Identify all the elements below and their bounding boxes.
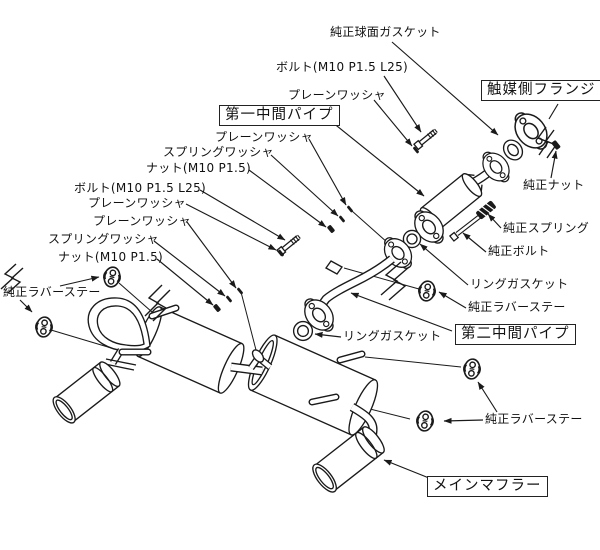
label-genuine-spring: 純正スプリング [503,221,590,235]
label-bolt-m10-top: ボルト(M10 P1.5 L25) [276,60,408,74]
label-genuine-rubber-stay-right: 純正ラバーステー [468,300,566,314]
label-catalyst-side-flange: 触媒側フランジ [481,80,600,101]
spherical-gasket [502,139,524,161]
label-plain-washer-top: プレーンワッシャ [288,88,386,102]
left-exhaust-tip [52,361,121,424]
label-ring-gasket-1: リングガスケット [470,277,569,291]
label-first-intermediate-pipe: 第一中間パイプ [219,105,340,126]
ring-gasket-2 [292,320,314,342]
right-exhaust-tip [312,426,385,493]
label-genuine-bolt: 純正ボルト [488,244,550,258]
right-muffler-drum [247,334,379,436]
label-plain-washer-3: プレーンワッシャ [93,214,191,228]
first-intermediate-pipe [406,145,517,251]
label-bolt-m10-2: ボルト(M10 P1.5 L25) [74,181,206,195]
label-spring-washer-2: スプリングワッシャ [48,232,159,246]
label-nut-m10-2: ナット(M10 P1.5) [58,250,164,264]
muffler-inlet-flange [251,349,265,363]
label-second-intermediate-pipe: 第二中間パイプ [455,324,576,345]
label-nut-m10-1: ナット(M10 P1.5) [146,161,252,175]
genuine-spring [476,200,496,220]
label-plain-washer-2: プレーンワッシャ [88,196,186,210]
label-ring-gasket-2: リングガスケット [343,329,442,343]
hanger-rods [118,304,366,406]
second-intermediate-pipe [296,230,420,339]
rubber-stays [33,264,483,434]
label-genuine-spherical-gasket: 純正球面ガスケット [330,25,441,39]
label-main-muffler: メインマフラー [427,476,548,497]
genuine-nut-part [551,139,561,151]
main-muffler-assembly [52,297,385,493]
spring-bolt-assembly [448,200,496,242]
hanger-bracket [325,260,343,275]
break-symbols [0,126,558,322]
ring-gasket-1 [402,229,422,249]
label-genuine-rubber-stay-left: 純正ラバーステー [3,285,101,299]
label-genuine-rubber-stay-bottom: 純正ラバーステー [485,412,583,426]
label-genuine-nut: 純正ナット [523,178,585,192]
label-spring-washer-1: スプリングワッシャ [163,145,274,159]
label-plain-washer-1: プレーンワッシャ [215,130,313,144]
tail-loop-pipe [87,297,151,352]
leader-lines [19,41,559,479]
